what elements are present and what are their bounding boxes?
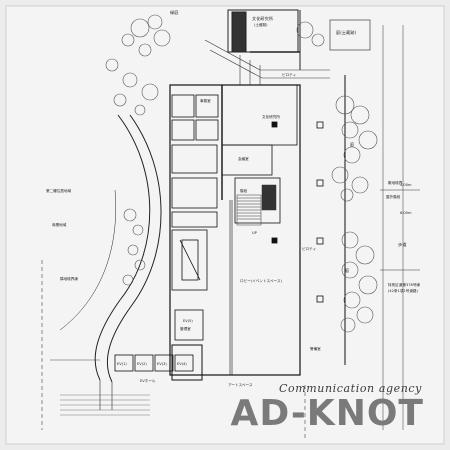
label-second-annex: 第二種住居地域: [46, 188, 72, 193]
label-office: 事務室: [200, 98, 211, 103]
label-height-b: 6.00m: [400, 211, 412, 215]
brand-tagline: Communication agency: [278, 382, 422, 395]
label-meeting: 会議室: [238, 156, 249, 161]
label-garden-1: 庭: [350, 141, 355, 148]
facade-line: [299, 75, 346, 375]
label-art-space: アートスペース: [228, 382, 253, 387]
label-culture-top: 文化研究所: [252, 15, 273, 22]
label-road-name: 特別区道第376号線: [388, 282, 420, 287]
tree-cluster-top-left: [105, 14, 171, 116]
label-lobby: ロビー(イベントスペース): [240, 278, 283, 283]
label-walkway: 歩道: [398, 241, 407, 248]
central-stair: [236, 184, 277, 226]
label-garden-earth: 庭(土蔵跡): [336, 29, 356, 36]
structural-columns: [271, 121, 324, 303]
label-culture-top-sub: (土蔵跡): [254, 22, 268, 27]
label-ev-hall: EVホール: [140, 378, 156, 383]
bottom-steps: [60, 394, 150, 416]
label-manager: 管理室: [180, 326, 191, 331]
service-rooms: [171, 94, 219, 291]
label-pilotis-mid: ピロティ: [302, 246, 316, 251]
site-boundary-dashed: [41, 260, 306, 440]
label-ev4: EV(4): [177, 362, 187, 366]
tree-cluster-left: [122, 208, 146, 286]
brand-name: AD-KNOT: [230, 393, 424, 434]
trees-top-right: [296, 21, 325, 47]
label-road-sub: (42条1項1号道路): [388, 288, 419, 293]
label-up: UP: [252, 231, 258, 235]
label-boundary: 隣地境界線: [60, 276, 78, 281]
elevator-bank: [114, 309, 204, 381]
label-culture-mid: 文化研究所: [262, 114, 280, 119]
label-security: 警備室: [310, 346, 321, 351]
label-pilotis-top: ピロティ: [282, 72, 296, 77]
label-ev2: EV(2): [137, 362, 147, 366]
top-ramp: [204, 39, 330, 85]
label-garden-2: 庭: [345, 267, 350, 274]
label-stair: 階段: [240, 188, 248, 193]
label-outdoor-stair: 屋外階段: [386, 194, 401, 199]
brand-watermark: Communication agency AD-KNOT: [230, 382, 424, 434]
tree-row-right: [331, 95, 378, 333]
label-ev1: EV(1): [117, 362, 127, 366]
culture-institute-top: [227, 9, 371, 70]
label-commercial: 商業地域: [52, 222, 67, 227]
road-boundary: [380, 25, 420, 430]
label-ev5: EV(5): [183, 319, 193, 323]
label-ev3: EV(3): [157, 362, 167, 366]
label-height-a: 4.00m: [400, 183, 412, 187]
label-green: 緑庭: [170, 9, 179, 16]
label-site-road: 敷地境界: [388, 180, 403, 185]
